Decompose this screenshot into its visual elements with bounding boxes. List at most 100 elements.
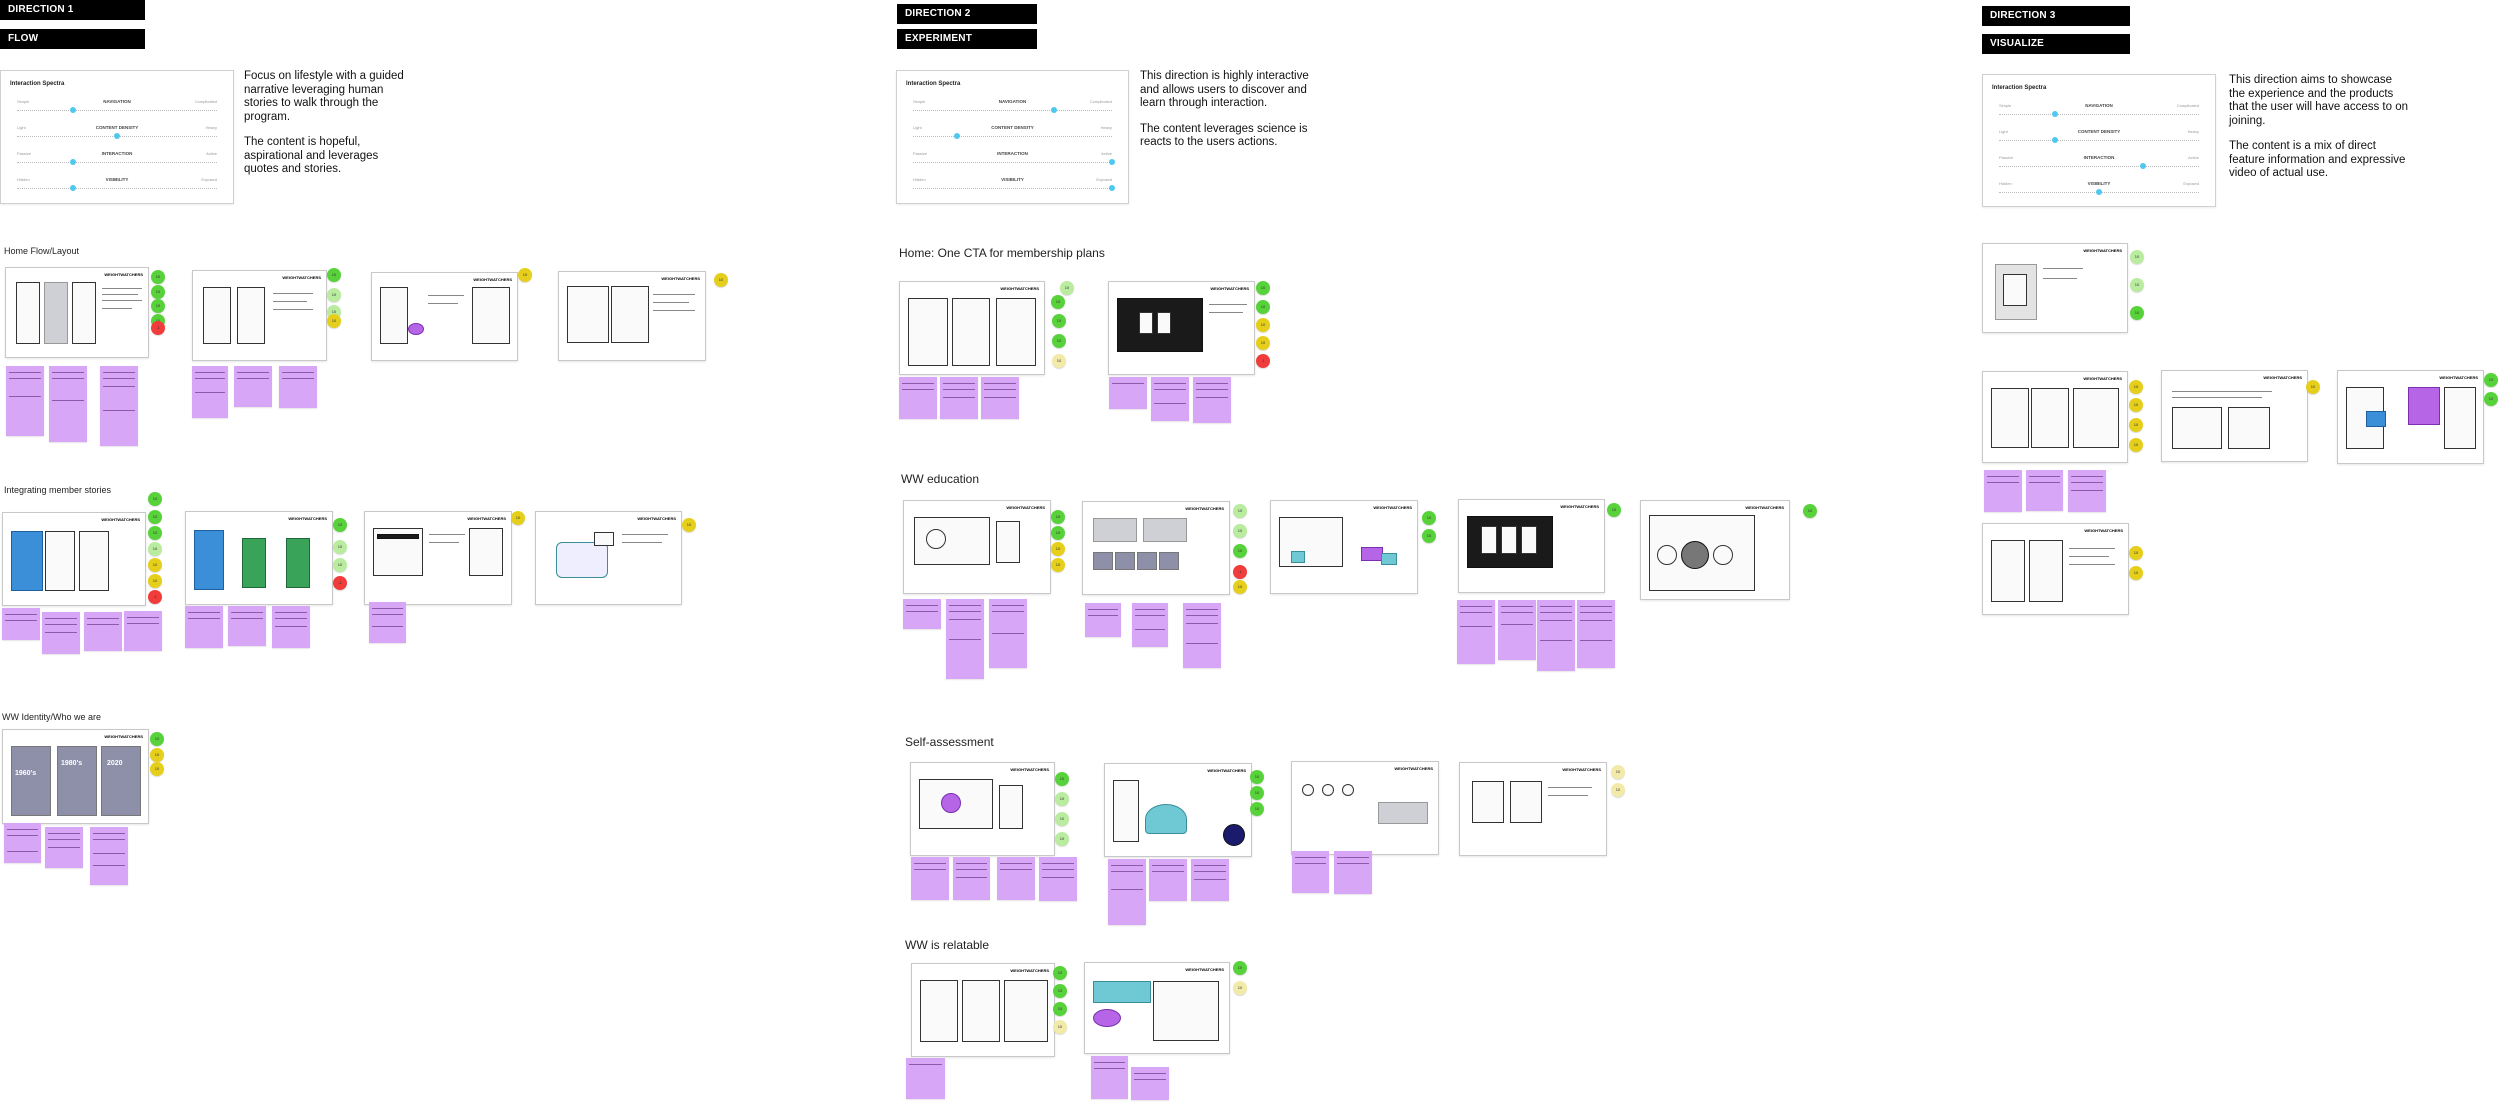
slider-knob[interactable] xyxy=(2096,189,2102,195)
vote-dot[interactable]: 10 xyxy=(2129,398,2143,412)
slider-knob[interactable] xyxy=(2052,111,2058,117)
vote-dot[interactable]: 10 xyxy=(1250,802,1264,816)
vote-dot[interactable]: 10 xyxy=(2484,373,2498,387)
vote-dot[interactable]: 10 xyxy=(1233,961,1247,975)
vote-dot[interactable]: 10 xyxy=(1250,770,1264,784)
vote-dot[interactable]: 10 xyxy=(1055,812,1069,826)
sketch-frame[interactable]: WEIGHTWATCHERS xyxy=(558,271,706,361)
vote-dot[interactable]: 10 xyxy=(1611,783,1625,797)
vote-dot[interactable]: 10 xyxy=(150,762,164,776)
vote-dot[interactable]: 10 xyxy=(1055,792,1069,806)
vote-dot[interactable]: 10 xyxy=(1607,503,1621,517)
vote-dot[interactable]: 10 xyxy=(148,542,162,556)
vote-dot[interactable]: 10 xyxy=(2484,392,2498,406)
vote-dot[interactable]: 10 xyxy=(150,732,164,746)
vote-dot[interactable]: 10 xyxy=(2130,250,2144,264)
vote-dot[interactable]: 10 xyxy=(327,314,341,328)
vote-dot[interactable]: 10 xyxy=(2130,278,2144,292)
vote-dot[interactable]: 10 xyxy=(151,270,165,284)
sketch-frame[interactable]: WEIGHTWATCHERS xyxy=(1982,523,2129,615)
vote-dot[interactable]: 10 xyxy=(1052,314,1066,328)
vote-dot[interactable]: 10 xyxy=(1053,984,1067,998)
sketch-frame[interactable]: WEIGHTWATCHERS xyxy=(1084,962,1230,1054)
vote-dot[interactable]: 10 xyxy=(1256,300,1270,314)
sketch-frame[interactable]: WEIGHTWATCHERS xyxy=(910,762,1055,856)
vote-dot[interactable]: 10 xyxy=(148,526,162,540)
sketch-frame[interactable]: WEIGHTWATCHERS xyxy=(911,963,1055,1057)
sketch-frame[interactable]: WEIGHTWATCHERS 1960's 1980's 2020 xyxy=(2,729,149,824)
vote-dot[interactable]: 10 xyxy=(1422,529,1436,543)
sketch-frame[interactable]: WEIGHTWATCHERS xyxy=(1270,500,1418,594)
sketch-frame[interactable]: WEIGHTWATCHERS xyxy=(1640,500,1790,600)
slider-knob[interactable] xyxy=(1109,185,1115,191)
vote-dot[interactable]: 10 xyxy=(1055,772,1069,786)
sketch-frame[interactable]: WEIGHTWATCHERS xyxy=(5,267,149,358)
vote-dot[interactable]: 10 xyxy=(1051,510,1065,524)
sketch-frame[interactable]: WEIGHTWATCHERS xyxy=(903,500,1051,594)
vote-dot[interactable]: 10 xyxy=(1256,336,1270,350)
sketch-frame[interactable]: WEIGHTWATCHERS xyxy=(1104,763,1252,857)
slider-knob[interactable] xyxy=(70,185,76,191)
sketch-frame[interactable]: WEIGHTWATCHERS xyxy=(1982,371,2128,463)
sketch-frame[interactable]: WEIGHTWATCHERS xyxy=(1459,762,1607,856)
vote-dot[interactable]: 10 xyxy=(2129,380,2143,394)
vote-dot[interactable]: -1 xyxy=(148,590,162,604)
vote-dot[interactable]: 10 xyxy=(148,574,162,588)
vote-dot[interactable]: 10 xyxy=(2129,418,2143,432)
vote-dot[interactable]: 10 xyxy=(2306,380,2320,394)
vote-dot[interactable]: 10 xyxy=(333,558,347,572)
vote-dot[interactable]: 10 xyxy=(1256,281,1270,295)
vote-dot[interactable]: 10 xyxy=(2129,438,2143,452)
vote-dot[interactable]: -1 xyxy=(151,321,165,335)
slider-knob[interactable] xyxy=(1109,159,1115,165)
sketch-frame[interactable]: WEIGHTWATCHERS xyxy=(1082,501,1230,595)
vote-dot[interactable]: 10 xyxy=(2130,306,2144,320)
vote-dot[interactable]: 10 xyxy=(1051,558,1065,572)
vote-dot[interactable]: 10 xyxy=(327,268,341,282)
slider-knob[interactable] xyxy=(1051,107,1058,113)
vote-dot[interactable]: -1 xyxy=(1233,565,1247,579)
sketch-frame[interactable]: WEIGHTWATCHERS xyxy=(535,511,682,605)
vote-dot[interactable]: 10 xyxy=(150,748,164,762)
sketch-frame[interactable]: WEIGHTWATCHERS xyxy=(2337,370,2484,464)
vote-dot[interactable]: 10 xyxy=(1233,981,1247,995)
vote-dot[interactable]: 10 xyxy=(1052,334,1066,348)
sketch-frame[interactable]: WEIGHTWATCHERS xyxy=(1458,499,1605,593)
vote-dot[interactable]: 10 xyxy=(148,558,162,572)
vote-dot[interactable]: 10 xyxy=(1051,542,1065,556)
slider-knob[interactable] xyxy=(114,133,120,139)
sketch-frame[interactable]: WEIGHTWATCHERS xyxy=(2,512,146,606)
vote-dot[interactable]: 10 xyxy=(1233,580,1247,594)
slider-knob[interactable] xyxy=(2140,163,2146,169)
vote-dot[interactable]: 10 xyxy=(148,492,162,506)
vote-dot[interactable]: 10 xyxy=(1053,966,1067,980)
vote-dot[interactable]: 10 xyxy=(1256,318,1270,332)
vote-dot[interactable]: 10 xyxy=(1233,524,1247,538)
vote-dot[interactable]: 10 xyxy=(682,518,696,532)
slider-knob[interactable] xyxy=(2052,137,2058,143)
vote-dot[interactable]: -1 xyxy=(333,576,347,590)
vote-dot[interactable]: 10 xyxy=(511,511,525,525)
vote-dot[interactable]: 10 xyxy=(518,268,532,282)
sketch-frame[interactable]: WEIGHTWATCHERS xyxy=(899,281,1045,375)
vote-dot[interactable]: 10 xyxy=(327,288,341,302)
vote-dot[interactable]: 10 xyxy=(2129,566,2143,580)
vote-dot[interactable]: 10 xyxy=(1233,504,1247,518)
sketch-frame[interactable]: WEIGHTWATCHERS xyxy=(364,511,512,605)
sketch-frame[interactable]: WEIGHTWATCHERS xyxy=(2161,370,2308,462)
vote-dot[interactable]: -1 xyxy=(1256,354,1270,368)
vote-dot[interactable]: 10 xyxy=(148,510,162,524)
sketch-frame[interactable]: WEIGHTWATCHERS xyxy=(192,270,327,361)
vote-dot[interactable]: 10 xyxy=(333,540,347,554)
vote-dot[interactable]: 10 xyxy=(714,273,728,287)
vote-dot[interactable]: 10 xyxy=(1051,526,1065,540)
vote-dot[interactable]: 10 xyxy=(333,518,347,532)
vote-dot[interactable]: 10 xyxy=(1803,504,1817,518)
vote-dot[interactable]: 10 xyxy=(151,285,165,299)
slider-knob[interactable] xyxy=(70,107,76,113)
vote-dot[interactable]: 10 xyxy=(1422,511,1436,525)
slider-knob[interactable] xyxy=(70,159,76,165)
vote-dot[interactable]: 10 xyxy=(1233,544,1247,558)
vote-dot[interactable]: 10 xyxy=(2129,546,2143,560)
vote-dot[interactable]: 10 xyxy=(1052,354,1066,368)
